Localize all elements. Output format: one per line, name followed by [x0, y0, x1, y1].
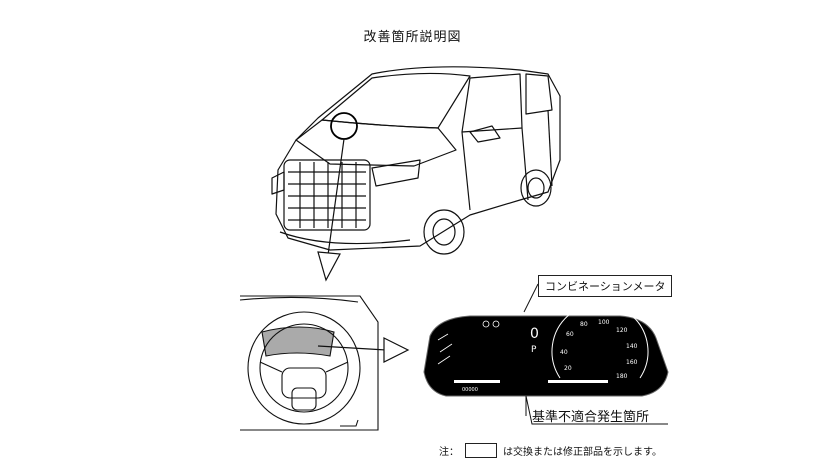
meter-leader — [523, 283, 539, 313]
meter-callout: コンビネーションメータ — [538, 275, 673, 297]
steering-inset — [239, 295, 379, 431]
tick-80: 80 — [580, 321, 588, 328]
note-text: は交換または修正部品を示します。 — [503, 447, 662, 458]
odometer: 00000 — [462, 387, 478, 393]
diagram-title: 改善箇所説明図 — [363, 30, 462, 45]
tick-100: 100 — [598, 319, 610, 326]
right-arrow — [317, 337, 410, 363]
fault-callout: 基準不適合発生箇所 — [532, 410, 650, 425]
note-prefix: 注： — [439, 447, 459, 458]
tick-120: 120 — [616, 327, 628, 334]
legend-box — [465, 443, 497, 458]
tick-140: 140 — [626, 343, 638, 350]
fault-leader — [525, 395, 668, 425]
svg-text:0: 0 — [530, 326, 539, 342]
combination-meter: 0 P 20 40 60 80 100 120 140 160 180 0000… — [423, 302, 669, 397]
location-circle — [330, 112, 358, 140]
tick-180: 180 — [616, 373, 628, 380]
down-arrow — [317, 138, 345, 282]
van-drawing — [271, 66, 561, 255]
legend-note: 注： は交換または修正部品を示します。 — [439, 443, 662, 458]
shift-indicator: P — [531, 345, 537, 355]
tick-40: 40 — [560, 349, 568, 356]
speed-tick-labels: 20 40 60 80 100 120 140 160 180 — [560, 319, 638, 380]
tick-160: 160 — [626, 359, 638, 366]
tick-60: 60 — [566, 331, 574, 338]
tick-20: 20 — [564, 365, 572, 372]
